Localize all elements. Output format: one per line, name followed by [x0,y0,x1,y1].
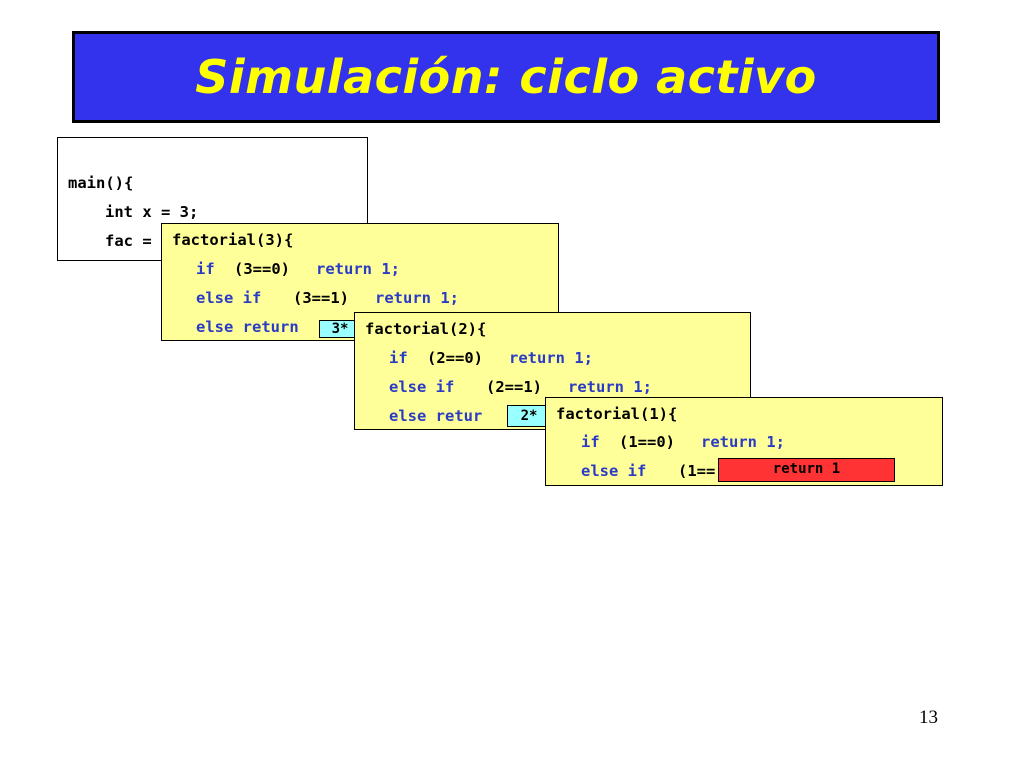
main-line-2: int x = 3; [105,203,199,221]
frame3-elseif-return: return 1; [375,289,459,307]
page-number: 13 [919,707,938,728]
factorial-1-frame: factorial(1){ if (1==0) return 1; else i… [545,397,943,486]
frame1-if-keyword: if [581,433,600,451]
frame3-if-keyword: if [196,260,215,278]
frame3-header: factorial(3){ [172,231,294,249]
frame1-header: factorial(1){ [556,405,678,423]
frame3-if-condition: (3==0) [234,260,290,278]
frame1-elseif-condition: (1== [678,462,716,480]
frame1-if-return: return 1; [701,433,785,451]
frame1-return-badge: return 1 [718,458,895,482]
frame2-header: factorial(2){ [365,320,487,338]
frame3-elseif-condition: (3==1) [293,289,349,307]
frame2-pending-badge: 2* [507,405,551,427]
frame2-else-keyword: else retur [389,407,483,425]
frame2-elseif-return: return 1; [568,378,652,396]
slide-title: Simulación: ciclo activo [195,50,817,104]
frame2-if-keyword: if [389,349,408,367]
frame3-if-return: return 1; [316,260,400,278]
frame2-elseif-keyword: else if [389,378,455,396]
main-line-3: fac = [105,232,161,250]
frame2-if-return: return 1; [509,349,593,367]
frame3-elseif-keyword: else if [196,289,262,307]
main-line-1: main(){ [68,174,134,192]
frame3-else-keyword: else return [196,318,299,336]
frame1-if-condition: (1==0) [619,433,675,451]
frame2-elseif-condition: (2==1) [486,378,542,396]
frame2-if-condition: (2==0) [427,349,483,367]
title-banner: Simulación: ciclo activo [72,31,940,123]
frame3-pending-badge: 3* [319,320,361,338]
frame1-elseif-keyword: else if [581,462,647,480]
